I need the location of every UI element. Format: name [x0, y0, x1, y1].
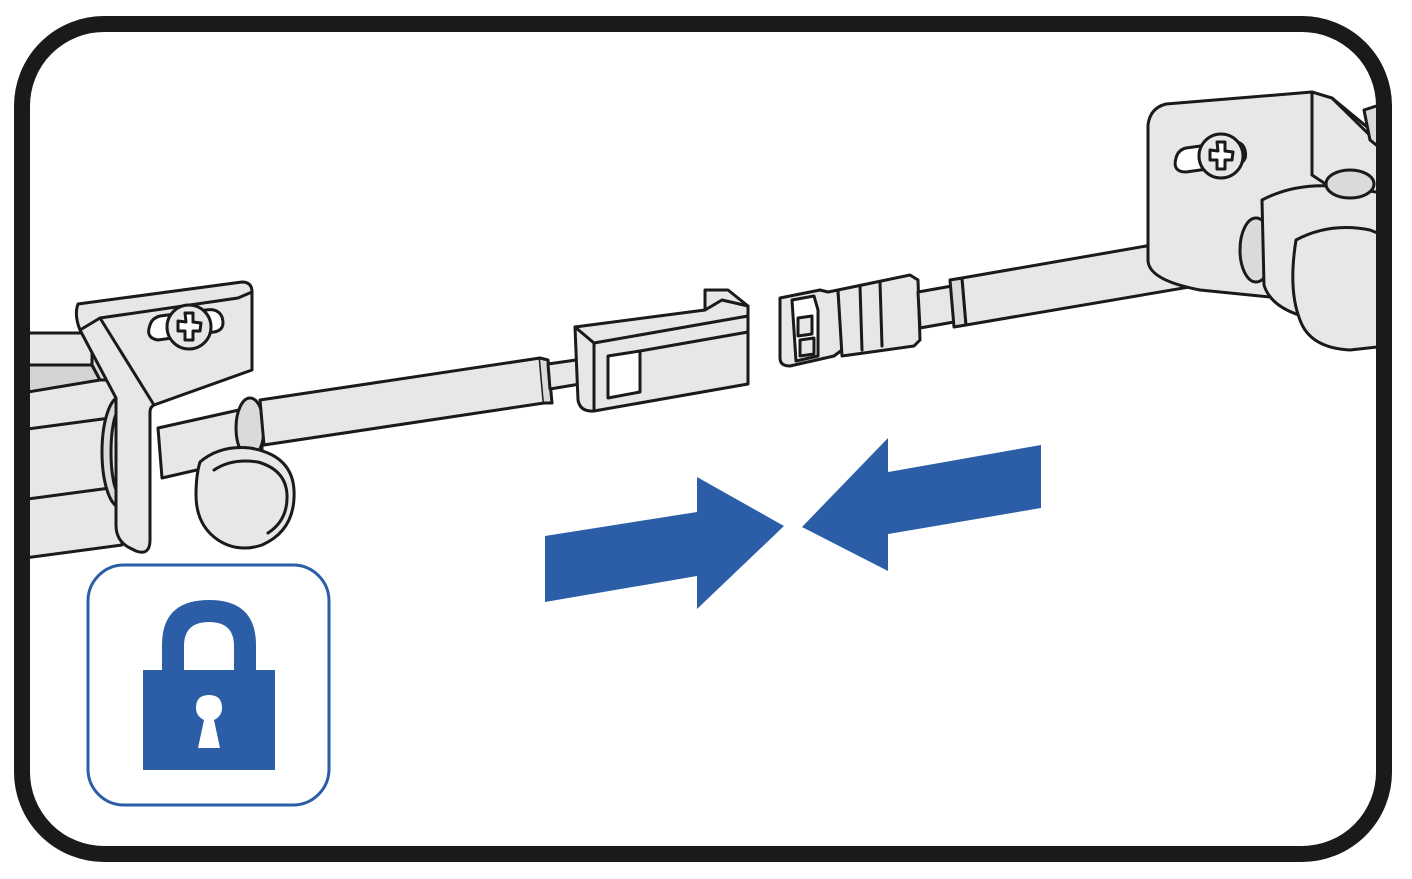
arrow-left-icon	[802, 438, 1041, 571]
right-phillips-screw-icon	[1197, 132, 1245, 180]
left-phillips-screw-icon	[165, 303, 213, 351]
female-connector-housing	[573, 288, 750, 413]
panel-background	[22, 24, 1384, 854]
lock-badge	[86, 563, 331, 807]
left-cable-gland	[156, 396, 296, 550]
arrow-right-icon	[545, 477, 784, 609]
left-mounting-bracket	[74, 280, 254, 554]
padlock-locked-icon	[143, 600, 275, 770]
right-actuator	[1238, 98, 1384, 352]
panel-frame	[14, 16, 1392, 862]
left-cable	[258, 356, 594, 447]
